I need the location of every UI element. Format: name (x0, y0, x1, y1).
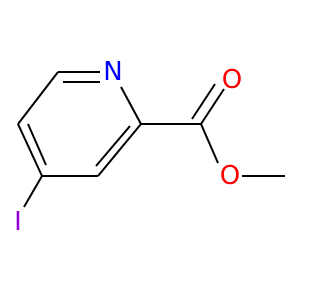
bond-c4-c5 (17, 123, 43, 177)
bond-n1-c2 (120, 86, 142, 125)
iodine-atom-label: I (14, 207, 22, 237)
bond-c4-c5-inner (27, 123, 47, 166)
bond-carbonyl-o-inner (191, 83, 216, 120)
pyridine-ring (17, 71, 142, 177)
bond-c2-c3 (97, 123, 142, 177)
nitrogen-atom-label: N (103, 57, 122, 87)
ester-oxygen-atom-label: O (220, 161, 240, 191)
bond-c5-c6 (17, 71, 59, 125)
background (0, 0, 300, 300)
carbonyl-oxygen-atom-label: O (222, 65, 242, 95)
molecule-structure: N O O I (0, 0, 300, 300)
bond-carbonyl-ester-o (200, 123, 219, 164)
bond-carbonyl-o (200, 88, 225, 125)
iodo-substituent (23, 175, 43, 208)
bond-c2-c3-inner (95, 125, 131, 167)
ester-group (141, 83, 285, 177)
bond-c4-i (23, 175, 43, 208)
